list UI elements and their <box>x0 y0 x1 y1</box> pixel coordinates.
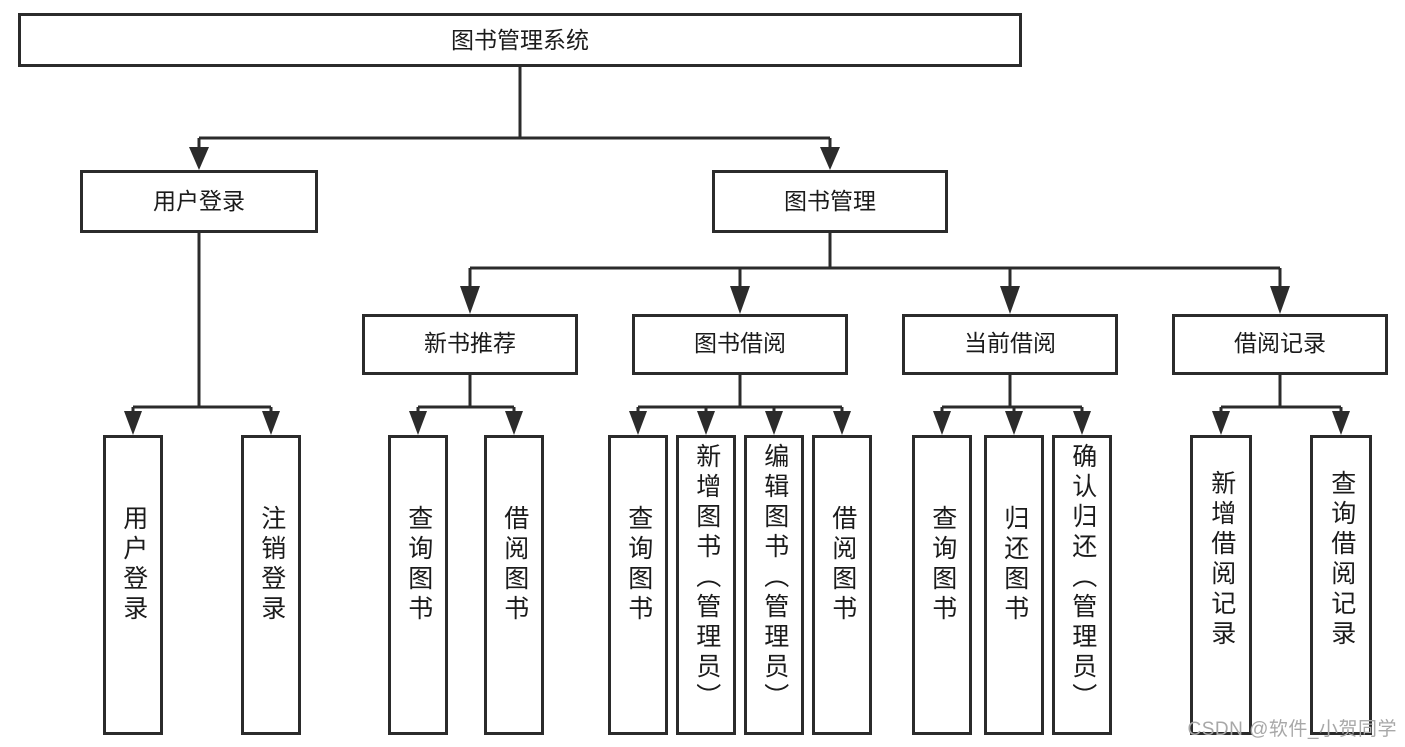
leaf-user-logout-box[interactable] <box>241 435 301 735</box>
arrow-new-book-recommend <box>460 286 480 314</box>
arrow-leaf-return-book <box>1005 411 1023 435</box>
node-book-manage-box[interactable] <box>712 170 948 233</box>
node-current-borrow-label: 当前借阅 <box>964 330 1056 356</box>
arrow-leaf-query-book-3 <box>933 411 951 435</box>
node-root[interactable]: 图书管理系统 <box>18 13 1022 67</box>
arrow-leaf-borrow-book-2 <box>833 411 851 435</box>
arrow-leaf-borrow-book-1 <box>505 411 523 435</box>
arrow-user-login <box>189 147 209 170</box>
leaf-borrow-book-1-box[interactable] <box>484 435 544 735</box>
node-user-login-box[interactable] <box>80 170 318 233</box>
leaf-edit-book-box[interactable] <box>744 435 804 735</box>
node-current-borrow-box[interactable] <box>902 314 1118 375</box>
leaf-confirm-return-box[interactable] <box>1052 435 1112 735</box>
arrow-leaf-edit-book <box>765 411 783 435</box>
arrow-leaf-query-book-2 <box>629 411 647 435</box>
arrow-current-borrow <box>1000 286 1020 314</box>
node-user-login-label: 用户登录 <box>153 188 245 214</box>
leaf-query-book-1-box[interactable] <box>388 435 448 735</box>
node-book-borrow-label: 图书借阅 <box>694 330 786 356</box>
node-book-borrow-box[interactable] <box>632 314 848 375</box>
arrow-leaf-user-login <box>124 411 142 435</box>
arrow-leaf-query-record <box>1332 411 1350 435</box>
node-new-book-recommend-box[interactable] <box>362 314 578 375</box>
node-new-book-recommend[interactable]: 新书推荐 <box>362 314 578 375</box>
node-new-book-recommend-label: 新书推荐 <box>424 330 516 356</box>
leaf-query-book-2-box[interactable] <box>608 435 668 735</box>
leaf-add-record-box[interactable] <box>1190 435 1252 735</box>
node-current-borrow[interactable]: 当前借阅 <box>902 314 1118 375</box>
leaf-query-book-3-box[interactable] <box>912 435 972 735</box>
leaf-query-record-box[interactable] <box>1310 435 1372 735</box>
node-root-box[interactable] <box>18 13 1022 67</box>
leaf-return-book-box[interactable] <box>984 435 1044 735</box>
node-borrow-record[interactable]: 借阅记录 <box>1172 314 1388 375</box>
node-root-label: 图书管理系统 <box>451 27 589 53</box>
node-borrow-record-box[interactable] <box>1172 314 1388 375</box>
arrow-leaf-user-logout <box>262 411 280 435</box>
arrow-leaf-confirm-return <box>1073 411 1091 435</box>
leaf-borrow-book-2-box[interactable] <box>812 435 872 735</box>
node-book-manage-label: 图书管理 <box>784 188 876 214</box>
arrow-leaf-query-book-1 <box>409 411 427 435</box>
arrow-book-borrow <box>730 286 750 314</box>
node-borrow-record-label: 借阅记录 <box>1234 330 1326 356</box>
node-book-borrow[interactable]: 图书借阅 <box>632 314 848 375</box>
arrow-leaf-add-book <box>697 411 715 435</box>
arrow-book-manage <box>820 147 840 170</box>
arrow-leaf-add-record <box>1212 411 1230 435</box>
node-user-login[interactable]: 用户登录 <box>80 170 318 233</box>
leaf-add-book-box[interactable] <box>676 435 736 735</box>
arrow-borrow-record <box>1270 286 1290 314</box>
node-book-manage[interactable]: 图书管理 <box>712 170 948 233</box>
csdn-watermark: CSDN @软件_小贺同学 <box>1187 719 1397 740</box>
leaf-user-login-box[interactable] <box>103 435 163 735</box>
